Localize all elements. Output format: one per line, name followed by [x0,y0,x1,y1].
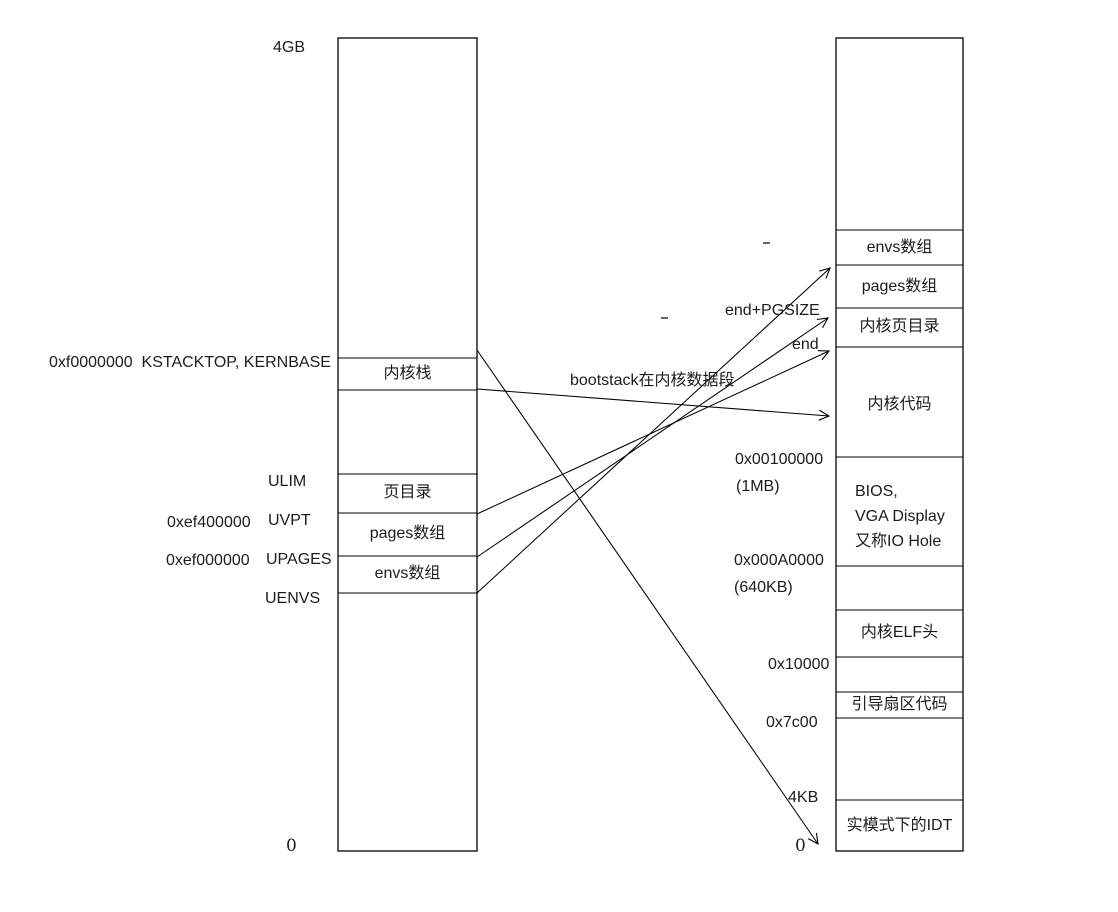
label-end-pgsize: end+PGSIZE [725,302,820,319]
label-end: end [792,336,819,353]
left-box-boundary-lines [338,357,477,594]
label-kstacktop-kernbase: 0xf0000000 KSTACKTOP, KERNBASE [49,354,331,371]
label-upages: UPAGES [266,551,332,568]
right-box-boundary-lines [836,229,963,801]
mapping-arrows [476,267,831,846]
label-1mb-hex: 0x00100000 [735,451,824,468]
label-0x10000: 0x10000 [768,656,830,673]
label-0x7c00: 0x7c00 [766,714,818,731]
stray-dashes [661,242,770,319]
annotation-bootstack: bootstack在内核数据段 [570,372,735,389]
section-bios-line3: 又称IO Hole [855,533,942,550]
label-ulim: ULIM [268,473,307,490]
section-kernel-elf-header: 内核ELF头 [860,624,939,641]
label-left-zero: 0 [286,836,297,856]
label-uvpt-address: 0xef400000 [167,514,251,531]
label-uenvs: UENVS [265,590,321,607]
label-1mb: (1MB) [736,478,780,495]
label-right-zero: 0 [795,836,806,856]
arrow-bootstack-to-kernel-code [476,388,831,421]
section-kernel-page-directory: 内核页目录 [859,318,940,335]
label-4gb: 4GB [273,39,306,56]
section-real-mode-idt: 实模式下的IDT [846,817,953,834]
left-memory-box [337,37,478,852]
label-uvpt: UVPT [268,512,311,529]
label-4kb: 4KB [788,789,819,806]
section-bios-line2: VGA Display [855,508,945,525]
section-bios-line1: BIOS, [855,483,898,500]
section-envs-array-left: envs数组 [374,565,441,582]
section-pages-array-left: pages数组 [369,525,446,542]
label-640kb: (640KB) [734,579,793,596]
section-page-directory: 页目录 [383,484,432,501]
section-envs-array-right: envs数组 [866,239,933,256]
section-kernel-stack: 内核栈 [383,365,432,382]
label-upages-address: 0xef000000 [166,552,250,569]
arrow-kstacktop-to-zero [476,349,819,846]
arrow-uvpt-to-end [476,350,831,515]
label-640kb-hex: 0x000A0000 [734,552,824,569]
section-kernel-code: 内核代码 [867,396,932,413]
section-boot-sector-code: 引导扇区代码 [851,696,948,713]
right-memory-box [835,37,964,852]
section-pages-array-right: pages数组 [861,278,938,295]
arrow-upages-to-end-pgsize [476,317,830,558]
arrow-uenvs-to-envs-bottom [476,267,831,594]
